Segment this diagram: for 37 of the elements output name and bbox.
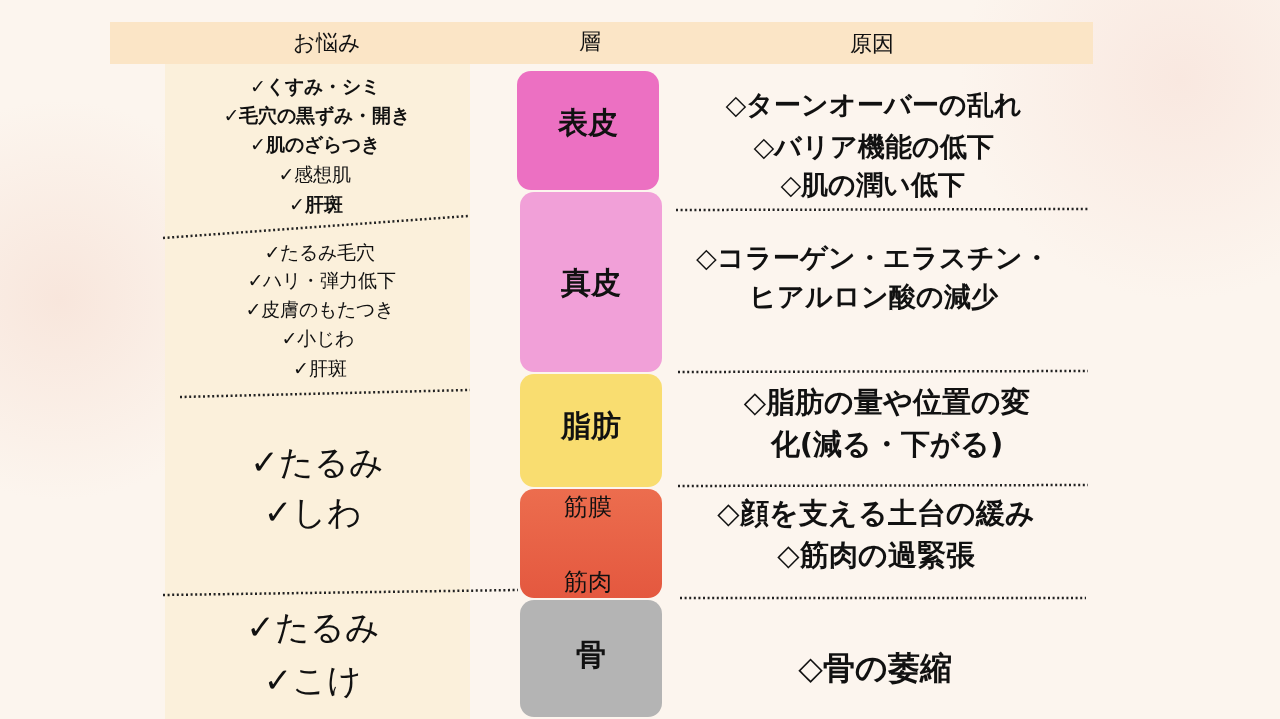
layer-name: 筋肉 xyxy=(564,567,612,597)
cause-text: ◇ターンオーバーの乱れ xyxy=(725,88,1023,122)
symptom-item: ✓こけ xyxy=(263,658,363,702)
layer-box xyxy=(520,374,662,487)
layer-name: 脂肪 xyxy=(561,407,621,445)
layer-box xyxy=(517,71,659,190)
header-band xyxy=(110,22,1093,64)
symptom-item: ✓毛穴の黒ずみ・開き xyxy=(223,104,411,128)
symptom-item: ✓たるみ xyxy=(250,440,384,484)
layer-name: 骨 xyxy=(576,636,606,674)
cause-text: ◇骨の萎縮 xyxy=(798,648,952,688)
cause-text: ◇バリア機能の低下 xyxy=(753,130,995,164)
cause-text: ◇肌の潤い低下 xyxy=(780,168,966,202)
symptom-item: ✓皮膚のもたつき xyxy=(245,298,395,322)
symptom-item: ✓肝斑 xyxy=(289,193,343,217)
symptom-item: ✓肝斑 xyxy=(293,357,347,381)
cause-text: ◇筋肉の過緊張 xyxy=(777,536,975,574)
symptom-item: ✓くすみ・シミ xyxy=(250,75,380,99)
column-heading: 原因 xyxy=(850,30,894,58)
symptom-item: ✓たるみ毛穴 xyxy=(264,241,376,265)
cause-text: ◇顔を支える土台の緩み xyxy=(717,494,1035,532)
layer-box xyxy=(520,192,662,372)
symptom-item: ✓ハリ・弾力低下 xyxy=(247,269,397,293)
layer-box xyxy=(520,489,662,598)
layer-name: 筋膜 xyxy=(564,492,612,522)
symptom-item: ✓肌のざらつき xyxy=(250,133,380,157)
cause-text: ◇脂肪の量や位置の変化(減る・下がる) xyxy=(742,383,1032,463)
symptom-item: ✓しわ xyxy=(263,490,363,534)
symptom-item: ✓感想肌 xyxy=(278,163,352,187)
symptom-item: ✓たるみ xyxy=(246,605,380,649)
layer-name: 表皮 xyxy=(558,104,618,142)
layer-name: 真皮 xyxy=(561,264,621,302)
cause-text: ◇コラーゲン・エラスチン・ヒアルロン酸の減少 xyxy=(695,240,1051,314)
column-heading: 層 xyxy=(579,28,601,56)
symptom-item: ✓小じわ xyxy=(281,327,355,351)
column-heading: お悩み xyxy=(293,29,361,57)
layer-box xyxy=(520,600,662,717)
